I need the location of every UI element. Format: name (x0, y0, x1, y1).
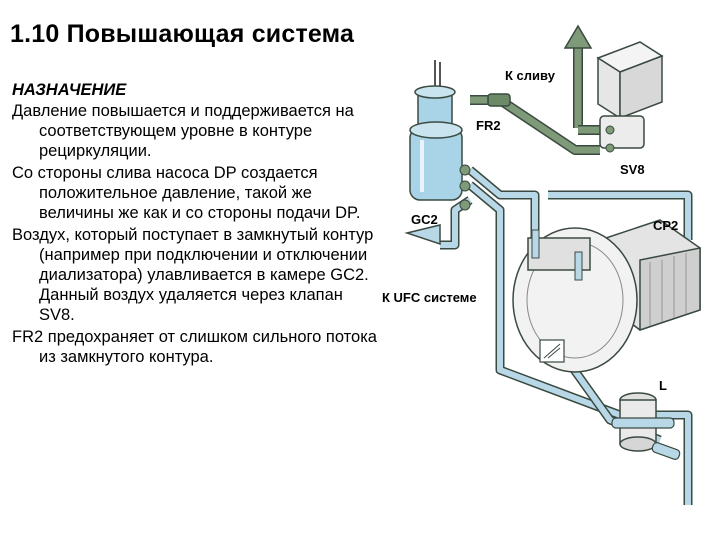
drain-arrow-icon (563, 24, 593, 49)
description-paragraph: Со стороны слива насоса DP создается пол… (12, 164, 361, 222)
cp2-label: CP2 (653, 218, 679, 233)
drain-label: К сливу (505, 68, 555, 83)
diagram-drawing (404, 24, 701, 505)
description-text: НАЗНАЧЕНИЕ Давление повышается и поддерж… (12, 80, 377, 369)
system-diagram: К сливу FR2 SV8 GC2 CP2 К UFC системе L (375, 20, 720, 540)
purpose-heading: НАЗНАЧЕНИЕ (12, 81, 127, 99)
gc2-chamber (409, 60, 471, 211)
fr2-label: FR2 (476, 118, 501, 133)
ufc-label: К UFC системе (382, 290, 477, 305)
description-paragraph: Давление повышается и поддерживается на … (12, 102, 354, 160)
description-paragraph: Воздух, который поступает в замкнутый ко… (12, 226, 374, 324)
cp2-pump (512, 219, 701, 373)
fr2-restrictor (487, 93, 511, 107)
gc2-label: GC2 (411, 212, 438, 227)
sv8-label: SV8 (620, 162, 645, 177)
sv8-valve (596, 41, 664, 153)
drain-tube (470, 45, 600, 155)
description-paragraph: FR2 предохраняет от слишком сильного пот… (12, 328, 377, 366)
l-component (611, 392, 681, 460)
page-title: 1.10 Повышающая система (10, 20, 355, 48)
ufc-arrow-icon (404, 224, 441, 246)
l-label: L (659, 378, 667, 393)
